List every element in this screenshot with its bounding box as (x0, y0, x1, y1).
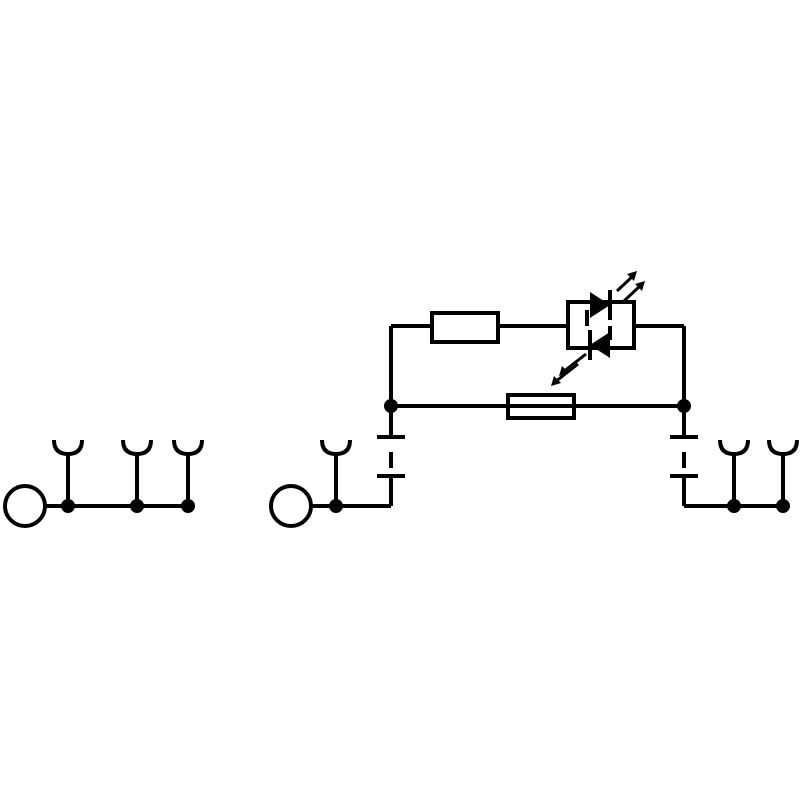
plug-socket-icon (320, 439, 352, 457)
right-socket-1 (320, 439, 352, 513)
junction-dot (727, 499, 741, 513)
right-socket-3 (767, 439, 799, 513)
left-socket-2 (121, 439, 153, 513)
left-disconnect-link (377, 406, 405, 506)
junction-dot (329, 499, 343, 513)
junction-dot (181, 499, 195, 513)
right-socket-2 (718, 439, 750, 513)
resistor-icon (430, 311, 500, 344)
left-socket-3 (172, 439, 204, 513)
right-ground-terminal-icon (269, 484, 313, 528)
plug-socket-icon (52, 439, 84, 457)
bidirectional-led-icon (551, 271, 645, 386)
plug-socket-icon (121, 439, 153, 457)
plug-socket-icon (718, 439, 750, 457)
junction-dot (130, 499, 144, 513)
left-socket-1 (52, 439, 84, 513)
plug-socket-icon (172, 439, 204, 457)
right-disconnect-link (670, 406, 698, 506)
left-ground-terminal-icon (3, 484, 47, 528)
right-terminal-block (269, 271, 799, 528)
fuse-branch (384, 393, 691, 420)
left-terminal-block (3, 439, 204, 528)
junction-dot (61, 499, 75, 513)
resistor-led-branch (389, 271, 686, 406)
plug-socket-icon (767, 439, 799, 457)
junction-dot (776, 499, 790, 513)
